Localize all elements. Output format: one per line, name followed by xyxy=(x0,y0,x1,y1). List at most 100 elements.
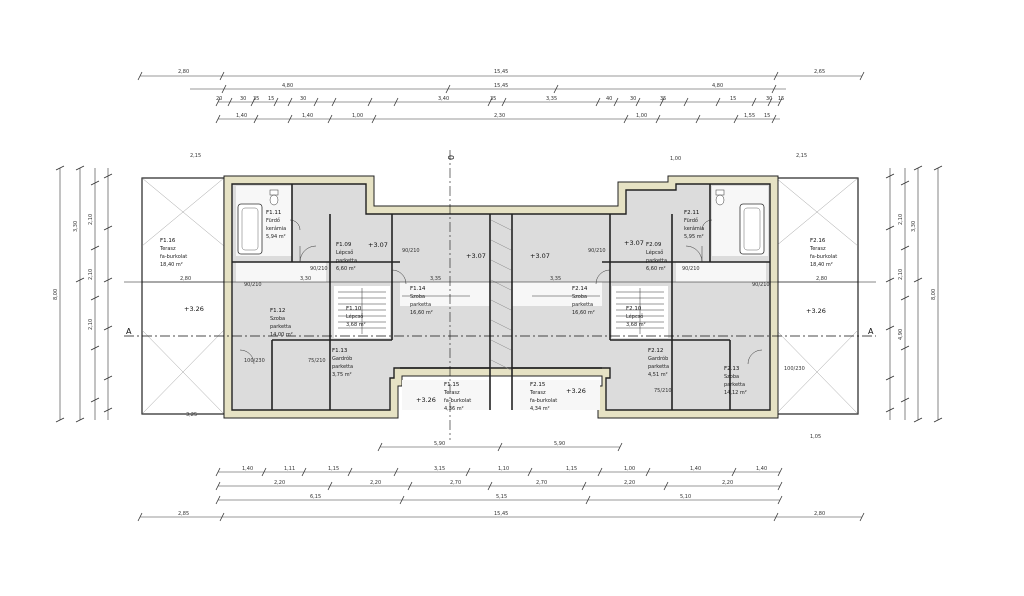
dim-text: 1,00 xyxy=(636,113,647,119)
room-code: F2.14 xyxy=(572,286,588,292)
dim-text: 1,10 xyxy=(498,466,509,472)
room-f115: F1.15 Terasz fa-burkolat 4,36 m² xyxy=(443,382,471,412)
dim-text: 4,80 xyxy=(282,83,293,89)
dim-text: 1,00 xyxy=(624,466,635,472)
dim-text: 2,10 xyxy=(88,214,94,225)
section-line: A A xyxy=(124,327,876,337)
staircase-left xyxy=(338,288,386,334)
top-dimension-lines xyxy=(137,71,865,124)
dim-text: 2,10 xyxy=(898,269,904,280)
room-code: F1.11 xyxy=(266,210,281,216)
dim-text: 20 xyxy=(216,96,222,102)
dim-text: 5,90 xyxy=(434,441,445,447)
opening-label: 90/210 xyxy=(244,282,262,288)
dim-text: 6,15 xyxy=(310,494,321,500)
room-name: Lépcső xyxy=(336,249,353,256)
room-f212: F2.12 Gardrób parketta 4,51 m² xyxy=(648,348,669,378)
dim-text: 2,80 xyxy=(178,69,189,75)
right-dimension-texts: 8,00 3,30 2,10 2,10 4,90 xyxy=(898,214,937,340)
dim-text: 3,25 xyxy=(186,412,197,418)
top-dimension-texts: 2,80 15,45 2,65 4,80 15,45 4,80 20 30 35… xyxy=(178,69,825,119)
room-f209: F2.09 Lépcső parketta 6,60 m² xyxy=(646,242,667,272)
dim-text: 30 xyxy=(766,96,772,102)
room-name: Gardrób xyxy=(648,355,668,362)
dim-text: 2,70 xyxy=(450,480,461,486)
dim-text: 1,15 xyxy=(566,466,577,472)
room-code: F1.09 xyxy=(336,242,352,248)
dim-text: 2,20 xyxy=(624,480,635,486)
room-floor: fa-burkolat xyxy=(444,398,471,404)
section-mark-right: A xyxy=(868,327,874,336)
dim-text: 1,00 xyxy=(670,156,681,162)
dim-text: 2,85 xyxy=(178,511,189,517)
dim-text: 15 xyxy=(730,96,736,102)
dim-text: 3,35 xyxy=(430,276,441,282)
dim-text: 2,20 xyxy=(722,480,733,486)
room-floor: parketta xyxy=(646,258,667,264)
room-f110: F1.10 Lépcső 3,68 m² xyxy=(346,306,366,328)
dim-text: 5,15 xyxy=(496,494,507,500)
left-terrace xyxy=(141,177,225,415)
room-name: Lépcső xyxy=(346,313,363,320)
room-code: F1.12 xyxy=(270,308,285,314)
level-markers: +3.07 +3.07 +3.07 +3.07 +3.26 +3.26 +3.2… xyxy=(184,239,826,404)
room-code: F2.09 xyxy=(646,242,662,248)
dim-text: 2,15 xyxy=(796,153,807,159)
dim-text: 4,90 xyxy=(898,329,904,340)
room-floor: parketta xyxy=(572,302,593,308)
dim-text: 3,30 xyxy=(73,221,79,232)
axis-line: 0 xyxy=(447,150,456,440)
dim-text: 2,10 xyxy=(898,214,904,225)
room-name: Lépcső xyxy=(626,313,643,320)
room-name: Fürdő xyxy=(684,218,698,224)
dim-text: 2,10 xyxy=(88,319,94,330)
dim-text: 3,35 xyxy=(550,276,561,282)
room-code: F2.11 xyxy=(684,210,699,216)
dim-text: 15,45 xyxy=(494,511,508,517)
right-terrace xyxy=(775,177,859,415)
room-area: 18,40 m² xyxy=(160,262,183,268)
dim-text: 2,80 xyxy=(814,511,825,517)
dim-text: 2,20 xyxy=(274,480,285,486)
door-swings xyxy=(239,219,763,365)
room-code: F1.10 xyxy=(346,306,362,312)
dim-text: 2,15 xyxy=(190,153,201,159)
dim-text: 2,10 xyxy=(88,269,94,280)
room-name: Szoba xyxy=(572,294,587,300)
room-floor: parketta xyxy=(270,324,291,330)
interior-walls xyxy=(232,184,770,410)
right-dimension-lines xyxy=(885,165,943,423)
room-name: Szoba xyxy=(724,374,739,380)
dim-text: 1,40 xyxy=(302,113,313,119)
dim-text: 1,40 xyxy=(756,466,767,472)
axis-label: 0 xyxy=(447,155,456,160)
dim-text: 5,90 xyxy=(554,441,565,447)
dim-text: 1,00 xyxy=(352,113,363,119)
dim-text: 15,45 xyxy=(494,83,508,89)
room-f112: F1.12 Szoba parketta 14,00 m² xyxy=(270,308,293,338)
dim-text: 2,70 xyxy=(536,480,547,486)
toilet-right xyxy=(715,189,725,206)
dim-text: 8,00 xyxy=(53,289,59,300)
dim-text: 1,40 xyxy=(236,113,247,119)
room-floor: parketta xyxy=(724,382,745,388)
level-mark: +3.07 xyxy=(466,252,486,260)
opening-label: 75/210 xyxy=(308,358,326,364)
level-mark: +3.26 xyxy=(806,307,826,315)
staircase-right xyxy=(616,288,664,334)
opening-label: 90/210 xyxy=(588,248,606,254)
building-floor xyxy=(231,183,771,411)
room-code: F2.10 xyxy=(626,306,642,312)
room-area: 14,00 m² xyxy=(270,332,293,338)
room-f109: F1.09 Lépcső parketta 6,60 m² xyxy=(336,242,357,272)
room-area: 3,68 m² xyxy=(626,322,646,328)
bathtub-left xyxy=(237,203,263,255)
room-floor: kerámia xyxy=(266,225,286,232)
dim-text: 30 xyxy=(630,96,636,102)
room-area: 6,60 m² xyxy=(336,266,356,272)
dim-text: 1,11 xyxy=(284,466,295,472)
room-name: Gardrób xyxy=(332,355,352,362)
room-floor: fa-burkolat xyxy=(530,398,557,404)
dim-text: 3,15 xyxy=(434,466,445,472)
